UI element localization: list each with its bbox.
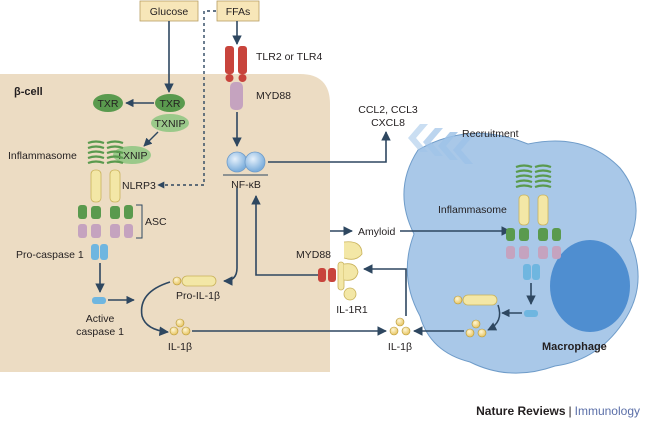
tlr-receptor [225,46,247,110]
myd88-il1r1-label: MYD88 [296,249,331,261]
active-caspase-line1: Active [86,313,115,325]
beta-cell-body [0,74,330,372]
nfkb-to-chemokines-arrow [268,131,391,163]
nfkb-label: NF-κB [231,179,261,191]
nlrp3-label: NLRP3 [122,180,156,192]
footer-brand: Nature Reviews [476,404,566,418]
il1b-to-il1r1-arrow [363,264,407,316]
ffas-to-nlrp3-dashed-arrow [157,10,216,189]
ffas-box [216,0,260,22]
il1r1-label: IL-1R1 [336,304,368,316]
ffas-label: FFAs [226,6,251,18]
txr-bound-label: TXR [160,98,181,110]
macrophage-inflammasome-label: Inflammasome [438,204,507,216]
txr-bound [155,94,185,112]
txnip-inflammasome-label: TXNIP [117,150,148,162]
nfkb-complex [223,151,268,176]
asc-label: ASC [145,216,167,228]
pro-caspase-label: Pro-caspase 1 [16,249,84,261]
txnip-top-label: TXNIP [155,118,186,130]
il1b-dots-extracellular [389,317,411,336]
beta-cell-title: β-cell [14,86,43,98]
journal-credit: Nature Reviews|Immunology [476,404,640,418]
txr-free-label: TXR [98,98,119,110]
nfkb-to-pro-il1b-arrow [223,188,238,286]
macrophage-active-caspase [524,310,538,317]
il1b-extracellular-label: IL-1β [388,341,412,353]
txnip-top [151,114,189,132]
chemokines-line1: CCL2, CCL3 [358,104,418,116]
chemokines-line2: CXCL8 [371,117,405,129]
il1r1-to-nfkb-arrow [251,195,318,276]
macrophage-il1b-dots [465,319,487,338]
txnip-inflammasome [113,146,151,164]
macrophage-pro-il1b [453,294,498,306]
txr-free [93,94,123,112]
footer-journal: Immunology [574,404,640,418]
asc-bracket [136,204,143,239]
macrophage-title: Macrophage [542,341,607,353]
inflammasome-label: Inflammasome [8,150,77,162]
pro-il1b-label: Pro-IL-1β [176,290,220,302]
macrophage-inflammasome [506,164,561,280]
il1r1-receptor [318,241,363,301]
beta-inflammasome [78,140,133,260]
pro-il1b-molecule [172,275,217,287]
recruitment-label: Recruitment [462,128,519,140]
recruitment-chevrons [408,124,473,164]
active-caspase-line2: caspase 1 [76,326,124,338]
amyloid-label: Amyloid [358,226,396,238]
tlr-label: TLR2 or TLR4 [256,51,322,63]
footer-separator: | [568,404,572,418]
txnip-to-inflammasome-arrow [143,131,159,147]
cleavage-curve-arrow [140,281,171,336]
myd88-label: MYD88 [256,90,291,102]
il1b-beta-label: IL-1β [168,341,192,353]
il1b-dots-beta [169,318,191,336]
active-caspase [92,297,106,304]
macrophage-cleavage-arrow [487,304,501,331]
macrophage-nucleus [550,240,630,332]
glucose-label: Glucose [150,6,189,18]
